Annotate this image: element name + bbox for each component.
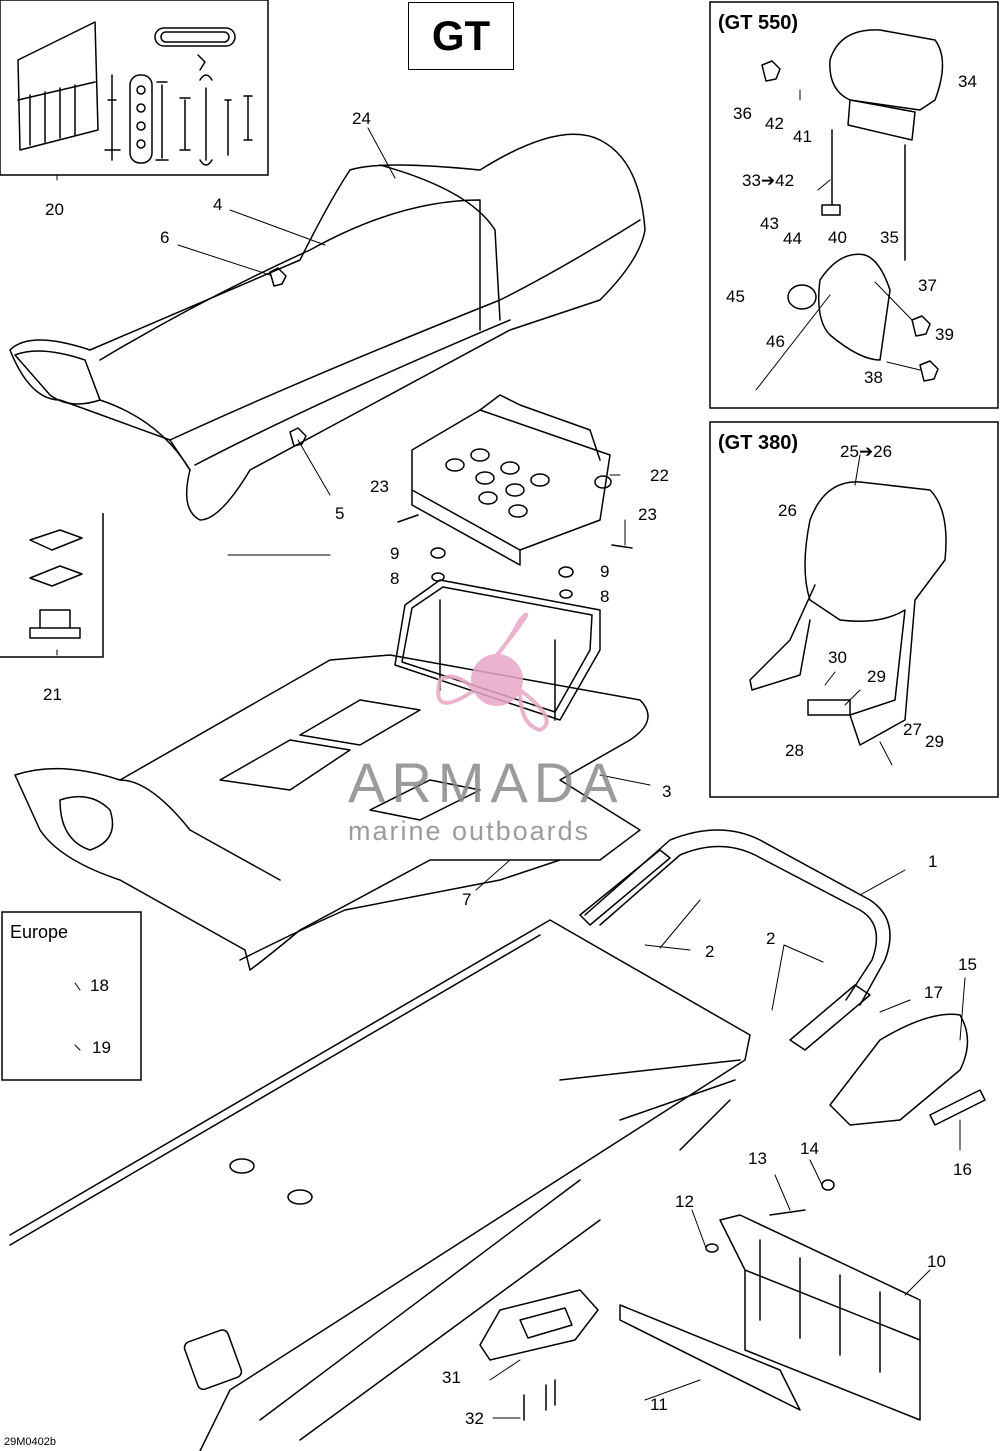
europe-box-title: Europe [10,922,69,942]
gt380-box-title: (GT 380) [718,432,799,454]
gt550-box [709,1,999,409]
callout-21: 21 [43,685,62,704]
callout-1: 1 [928,852,938,871]
callout-11: 11 [650,1395,668,1414]
callout-27: 27 [903,720,922,739]
callout-33: 33➔42 [742,171,795,190]
callout-8: 8 [600,587,610,606]
gt550-backrest-drawing [761,29,944,382]
snow-flap-bracket-drawing [719,1214,921,1421]
callout-24: 24 [352,109,371,128]
gt550-box-title: (GT 550) [718,12,799,34]
callout-44: 44 [783,229,802,248]
seat-drawing [9,133,646,521]
callout-32: 32 [465,1409,484,1428]
callout-22: 22 [650,466,669,485]
europe-box [1,911,142,1081]
callout-9: 9 [600,562,610,581]
watermark-tagline: marine outboards [348,816,591,846]
callout-29: 29 [925,732,944,751]
callout-14: 14 [800,1139,819,1158]
callout-2: 2 [766,929,776,948]
callout-37: 37 [918,276,937,295]
callout-23: 23 [638,505,657,524]
callout-40: 40 [828,228,847,247]
watermark-brand: ARMADA [348,751,624,814]
tunnel-drawing [9,919,751,1451]
drawing-code: 29M0402b [4,1436,56,1448]
callout-18: 18 [90,976,109,995]
callout-10: 10 [927,1252,946,1271]
callout-30: 30 [828,648,847,667]
gt380-backrest-drawing [749,481,947,746]
callout-23: 23 [370,477,389,496]
callout-26: 26 [778,501,797,520]
callout-12: 12 [675,1192,694,1211]
callout-19: 19 [92,1038,111,1057]
storage-bin-drawing [394,579,601,721]
flap-drawing [619,1304,801,1411]
callout-38: 38 [864,368,883,387]
callout-20: 20 [45,200,64,219]
callout-13: 13 [748,1149,767,1168]
callout-5: 5 [335,504,345,523]
toolkit-box [0,0,269,176]
item21-box [0,513,104,658]
gt380-box [709,421,999,798]
callout-35: 35 [880,228,899,247]
callout-17: 17 [924,983,943,1002]
callout-39: 39 [935,325,954,344]
callout-8: 8 [390,569,400,588]
bumper-pad-drawing [829,1013,969,1126]
callout-45: 45 [726,287,745,306]
callout-29: 29 [867,667,886,686]
grab-handle-drawing [579,829,891,1051]
tool-kit-drawing [17,21,253,166]
callout-3: 3 [662,782,672,801]
callout-46: 46 [766,332,785,351]
callout-4: 4 [213,195,223,214]
model-title: GT [408,2,514,70]
callout-25: 25➔26 [840,442,893,461]
chassis-frame-drawing [14,654,649,971]
callout-7: 7 [462,890,472,909]
mounting-plate-drawing [411,394,612,566]
callout-2: 2 [705,942,715,961]
callout-42: 42 [765,114,784,133]
callout-34: 34 [958,72,977,91]
callout-41: 41 [793,127,812,146]
step-drawing [479,1289,599,1361]
callout-43: 43 [760,214,779,233]
callout-36: 36 [733,104,752,123]
callout-15: 15 [958,955,977,974]
callout-28: 28 [785,741,804,760]
callout-31: 31 [442,1368,461,1387]
callout-6: 6 [160,228,170,247]
callout-16: 16 [953,1160,972,1179]
callout-9: 9 [390,544,400,563]
armada-logo [436,612,549,733]
